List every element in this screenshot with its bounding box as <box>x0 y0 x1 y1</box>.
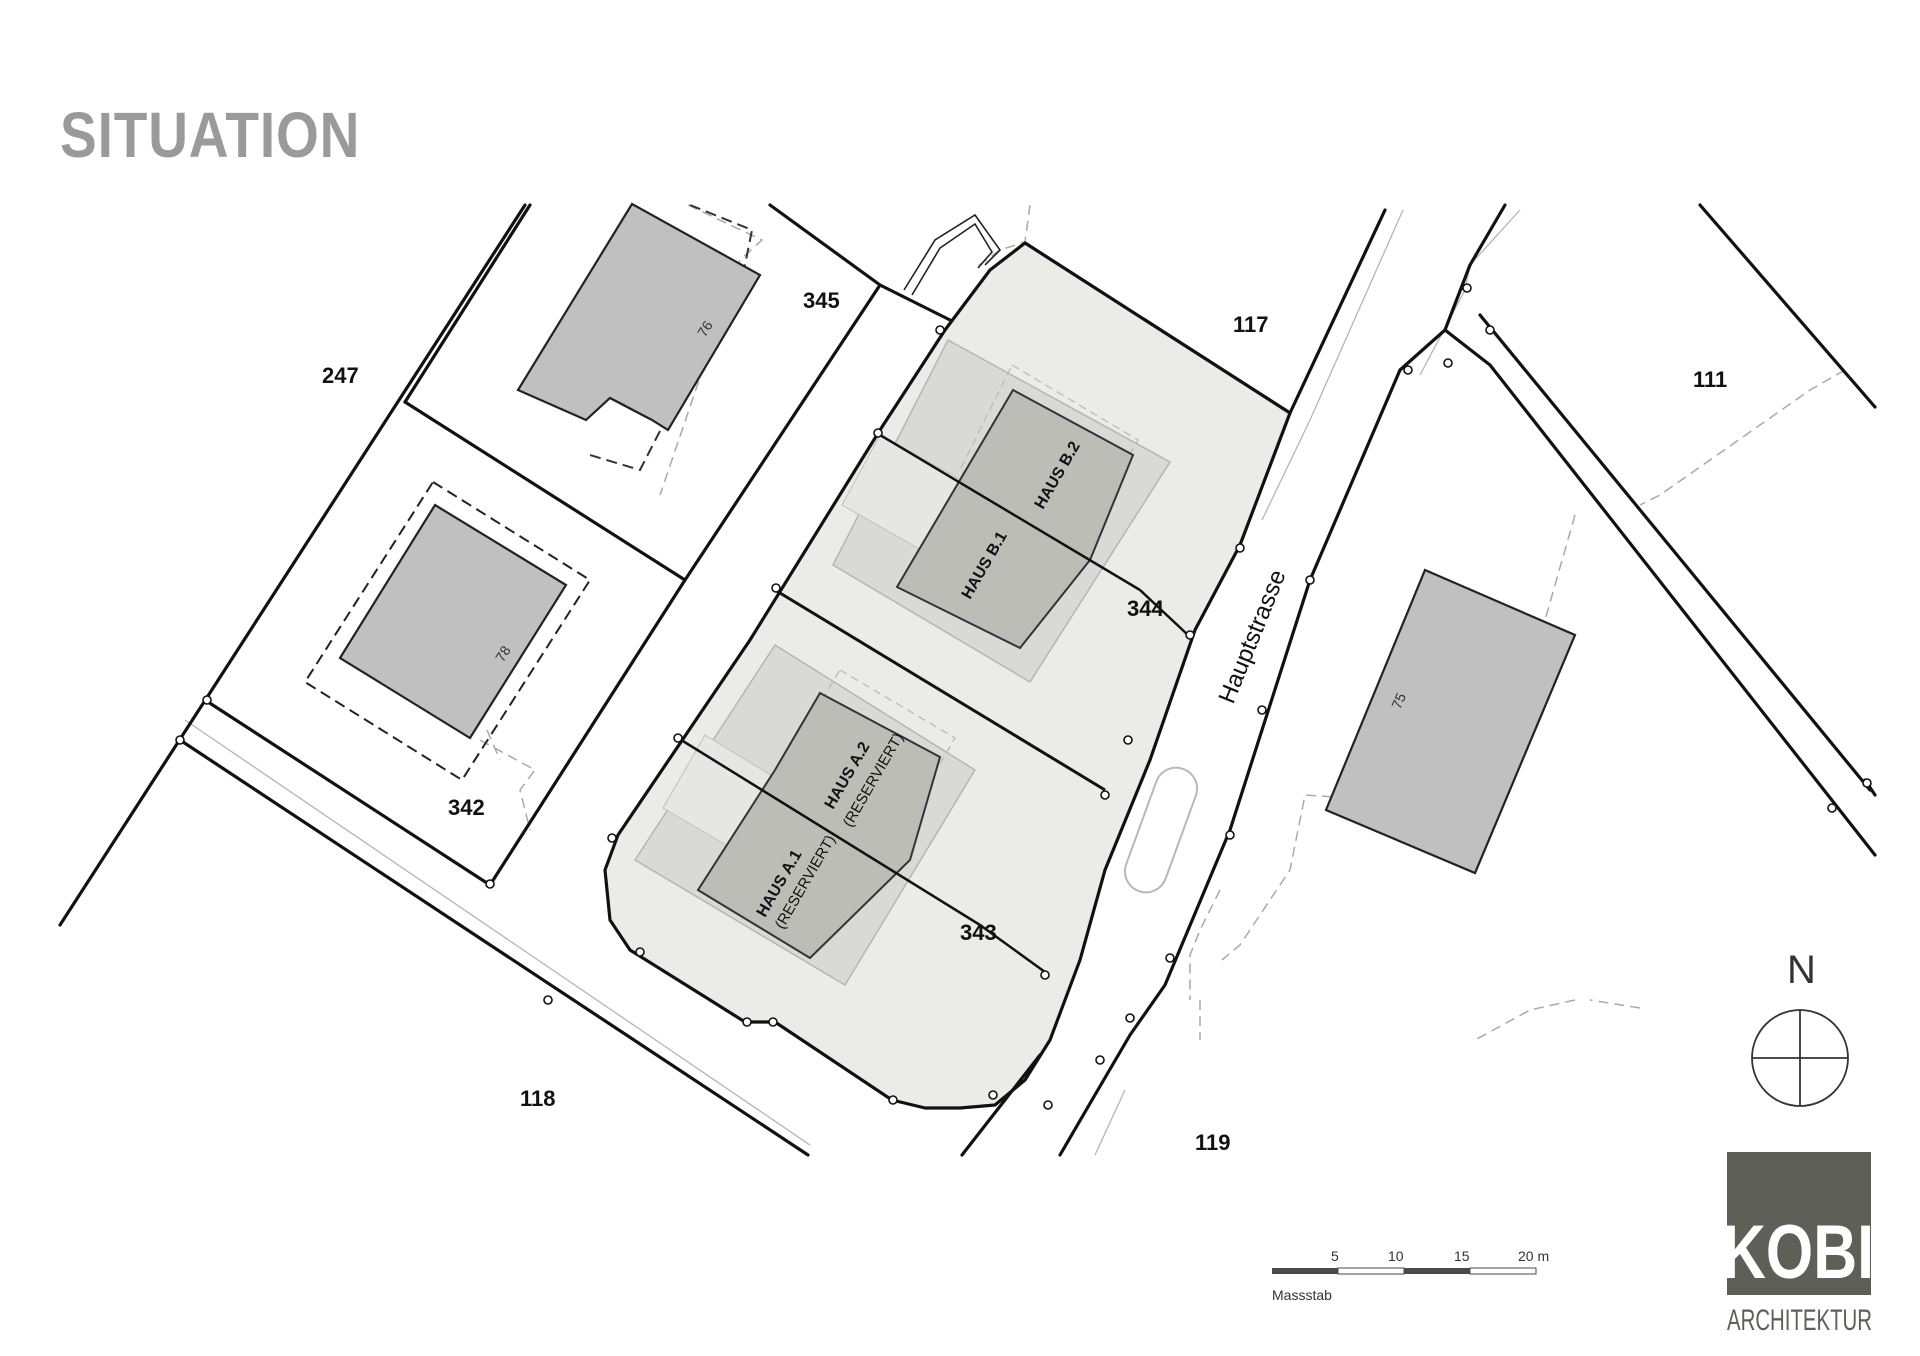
logo-name: KOBI <box>1722 1210 1874 1295</box>
road-lines-south <box>960 1053 1042 1157</box>
building-75 <box>1324 568 1577 875</box>
parcel-344-label: 344 <box>1127 596 1164 621</box>
new-houses <box>633 338 1189 987</box>
parcel-labels: 247 345 117 111 342 344 343 118 119 <box>322 288 1727 1155</box>
scale-label: Massstab <box>1272 1287 1332 1303</box>
building-76-outline <box>589 204 754 472</box>
fence <box>903 213 1002 296</box>
thin-dashed-lines <box>479 204 1846 1041</box>
kobi-logo: KOBI ARCHITEKTUR <box>1722 1152 1874 1337</box>
neighbour-buildings <box>303 202 1577 875</box>
street-name: Hauptstrasse <box>1214 566 1292 707</box>
parcel-117-label: 117 <box>1233 312 1269 337</box>
survey-points <box>175 283 1872 1110</box>
north-label: N <box>1787 948 1816 992</box>
scale-tick-10: 10 <box>1388 1248 1404 1264</box>
building-78-number: 78 <box>492 643 514 665</box>
scale-tick-15: 15 <box>1454 1248 1470 1264</box>
traffic-island <box>1123 766 1199 894</box>
parcel-345-label: 345 <box>803 288 840 313</box>
building-78 <box>338 503 568 740</box>
parcel-111-label: 111 <box>1693 367 1727 392</box>
parcel-119-label: 119 <box>1195 1130 1231 1155</box>
logo-subtitle: ARCHITEKTUR <box>1727 1304 1872 1337</box>
scale-tick-5: 5 <box>1331 1248 1339 1264</box>
parcel-342-label: 342 <box>448 795 485 820</box>
building-75-number: 75 <box>1388 690 1409 711</box>
building-76-number: 76 <box>694 318 716 340</box>
scale-tick-20: 20 m <box>1518 1248 1549 1264</box>
building-76 <box>516 202 762 432</box>
house-b <box>895 388 1135 650</box>
parcel-247-label: 247 <box>322 363 359 388</box>
page-title: SITUATION <box>60 99 361 171</box>
building-numbers: 76 78 75 <box>492 318 1409 711</box>
parcel-118-label: 118 <box>520 1086 556 1111</box>
site-dividers <box>774 588 1106 792</box>
logo-block <box>1727 1152 1871 1295</box>
north-compass: N <box>1751 948 1849 1107</box>
parcel-343-label: 343 <box>960 920 997 945</box>
building-78-dashed <box>303 480 592 782</box>
scale-bar: 5 10 15 20 m Massstab <box>1272 1248 1549 1303</box>
